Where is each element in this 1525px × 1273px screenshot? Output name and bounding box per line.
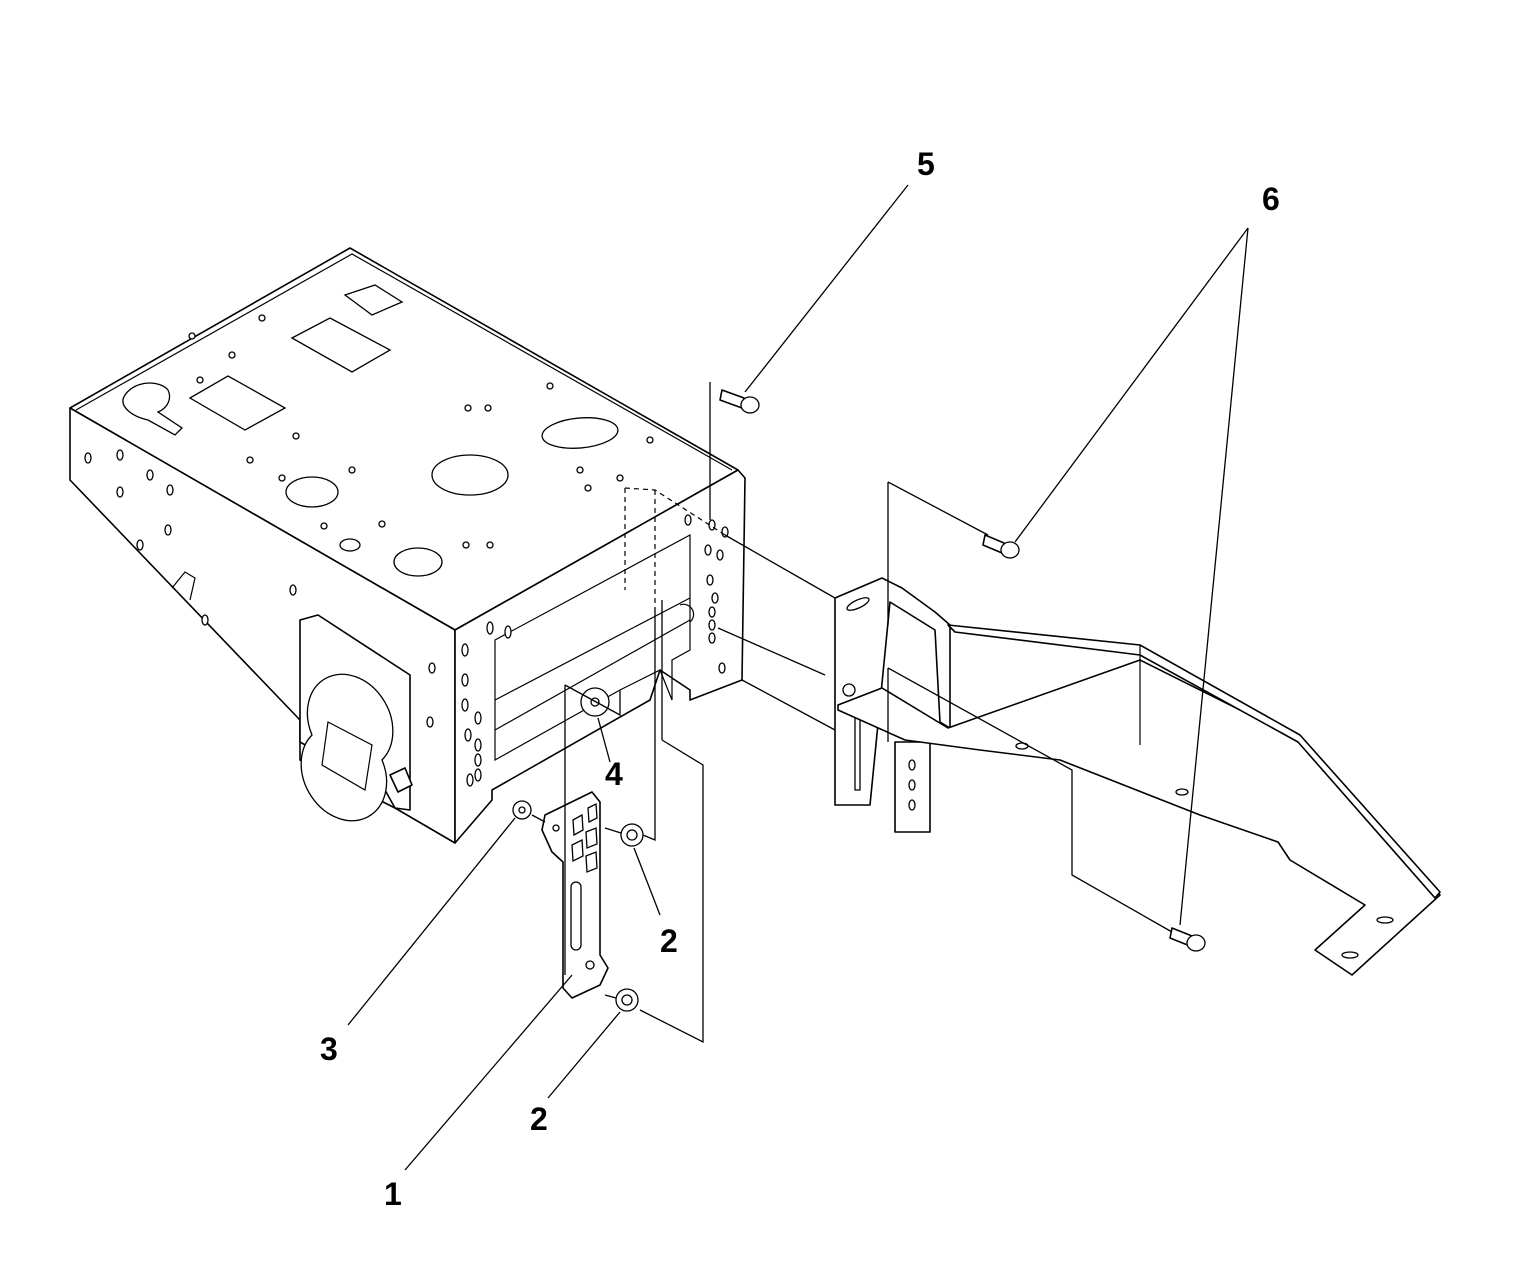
nut-3: [512, 800, 532, 820]
flange-nut-2-lower: [615, 988, 639, 1012]
flange-nut-2-upper: [620, 823, 644, 847]
callout-6: 6: [1262, 181, 1280, 217]
bolt-6-upper: [982, 534, 1020, 559]
top-face-holes: [188, 314, 654, 549]
callout-leaders: [347, 184, 1249, 1171]
callout-1: 1: [384, 1176, 402, 1212]
assembly-lines: [531, 382, 1173, 1044]
callout-labels: 1 2 2 3 4 5 6: [320, 146, 1280, 1212]
bolt-5: [719, 389, 760, 414]
main-frame: [69, 247, 746, 844]
side-panel-holes: [84, 449, 436, 728]
callout-2-upper: 2: [660, 923, 678, 959]
end-plate-holes: [461, 514, 729, 787]
right-bracket-assembly: [834, 577, 1441, 976]
callout-4: 4: [605, 756, 623, 792]
callout-5: 5: [917, 146, 935, 182]
hardware: [512, 389, 1206, 1012]
adjustment-plate: [541, 791, 609, 999]
callout-2-lower: 2: [530, 1101, 548, 1137]
callout-3: 3: [320, 1031, 338, 1067]
bolt-6-lower: [1169, 927, 1206, 952]
